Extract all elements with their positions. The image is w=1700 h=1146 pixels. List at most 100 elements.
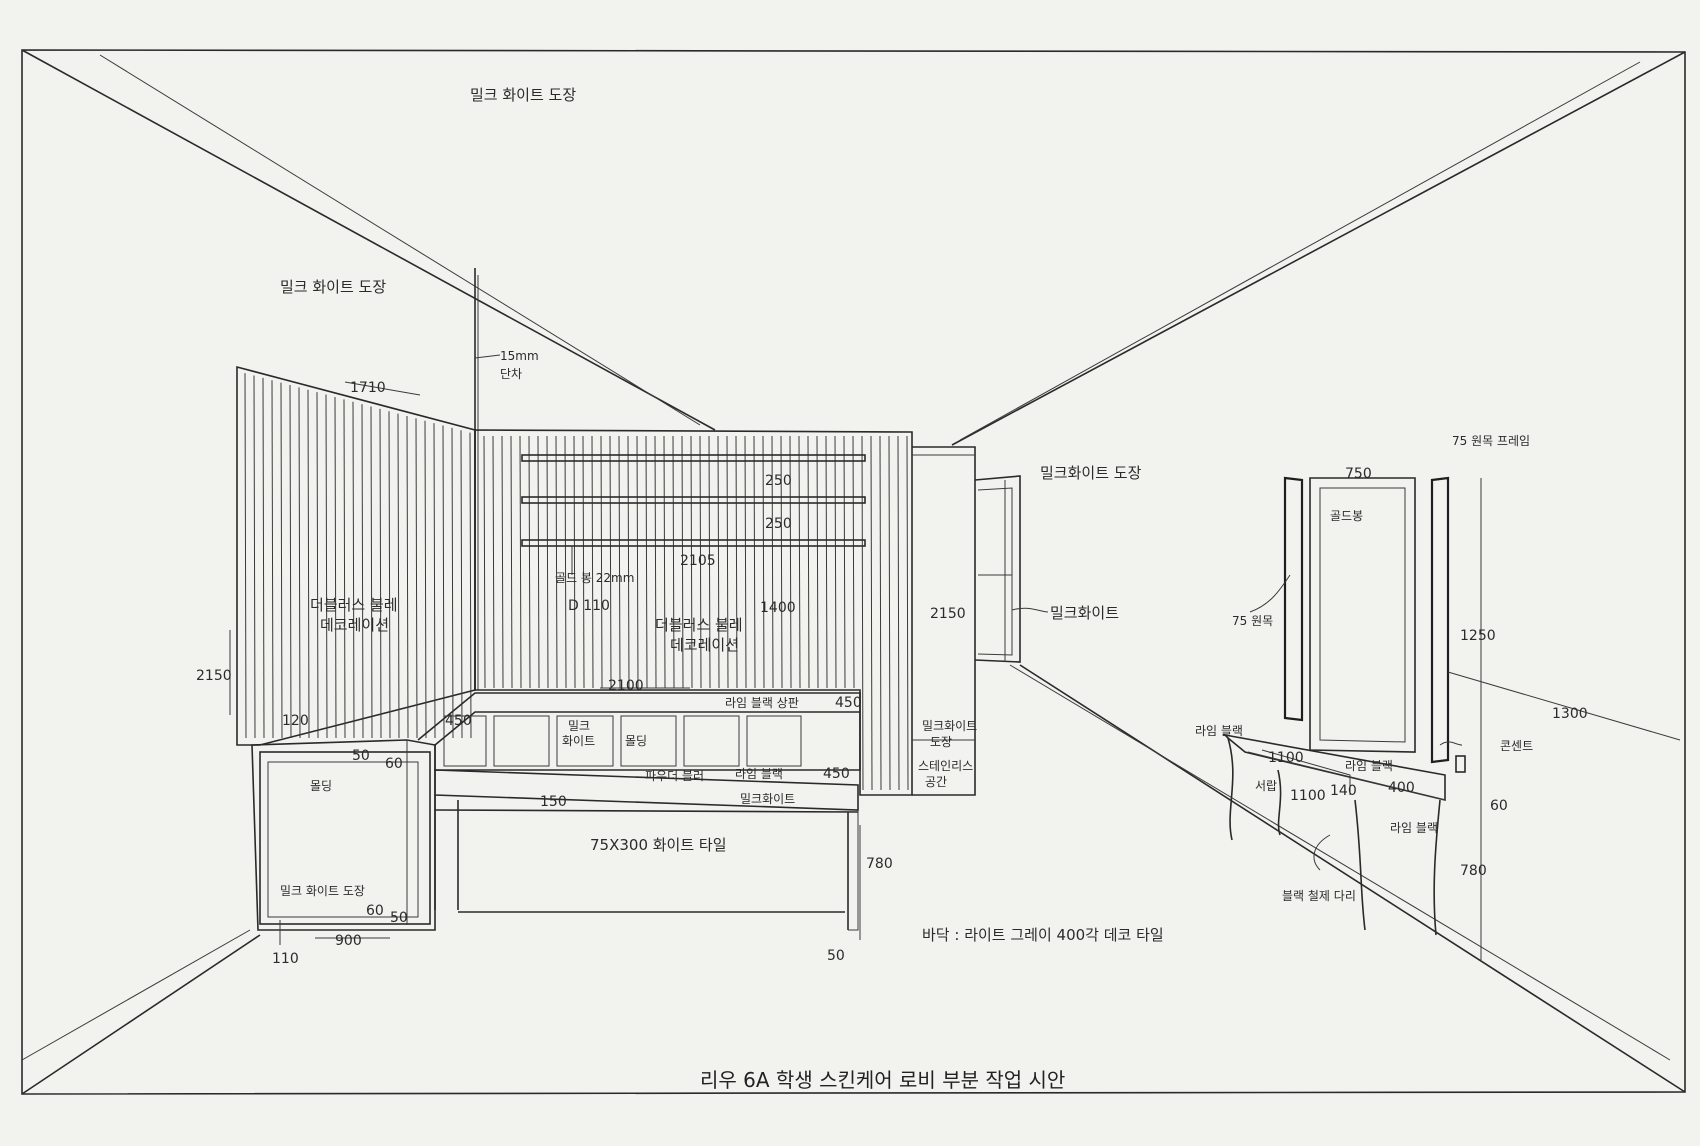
- dim-1400: 1400: [760, 600, 796, 616]
- shelf-depth: D 110: [568, 598, 610, 614]
- dim-140: 140: [1330, 783, 1357, 799]
- vanity-side-label: 라임 블랙: [1345, 759, 1393, 773]
- dim-450-b: 450: [835, 695, 862, 711]
- dim-120: 120: [282, 713, 309, 729]
- left-striped-panel: [236, 365, 476, 746]
- vanity-legs-label: 블랙 철제 다리: [1282, 889, 1356, 903]
- dim-150: 150: [540, 794, 567, 810]
- dim-2150-right: 2150: [930, 606, 966, 622]
- panel-stripe: [537, 435, 540, 689]
- drawer-label-2: 화이트: [562, 734, 595, 748]
- left-box: [251, 739, 436, 931]
- vanity-table: [1222, 733, 1446, 936]
- counter-drawer: [620, 715, 677, 767]
- panel-stripe: [334, 396, 337, 739]
- drawer-label-1: 밀크: [568, 719, 590, 733]
- dim-1100-a: 1100: [1268, 750, 1304, 766]
- mirror-frame-top-label: 75 원목 프레임: [1452, 434, 1530, 448]
- center-panel-label-1: 더블러스 불레: [655, 616, 743, 634]
- drawer-label-3: 몰딩: [625, 734, 647, 748]
- panel-stripe: [726, 435, 729, 689]
- dim-250-a: 250: [765, 473, 792, 489]
- panel-stripe: [825, 435, 828, 689]
- panel-stripe: [627, 435, 630, 689]
- dimension-numbers: 1710 2150 250 250 2105 1400 2150 2100 45…: [196, 380, 1588, 967]
- panel-stripe: [609, 435, 612, 689]
- counter-drawer: [746, 715, 802, 767]
- panel-stripe: [379, 408, 382, 739]
- panel-stripe: [762, 435, 765, 689]
- corner-finish-2: 도장: [930, 735, 952, 749]
- ceiling-finish-label: 밀크 화이트 도장: [470, 86, 576, 104]
- center-striped-panel: [474, 429, 913, 796]
- panel-stripe: [807, 435, 810, 689]
- panel-stripe: [280, 382, 283, 739]
- reception-counter: [417, 692, 861, 931]
- step-note-2: 단차: [500, 367, 522, 381]
- panel-stripe: [852, 435, 855, 689]
- dim-780-counter: 780: [866, 856, 893, 872]
- left-box-finish-label: 밀크 화이트 도장: [280, 884, 365, 898]
- drawing-title: 리우 6A 학생 스킨케어 로비 부분 작업 시안: [700, 1068, 1065, 1092]
- panel-stripe: [370, 406, 373, 739]
- dim-250-b: 250: [765, 516, 792, 532]
- counter-color-label: 파우더 블러: [645, 769, 704, 783]
- dim-60-c: 60: [1490, 798, 1508, 814]
- dim-750: 750: [1345, 466, 1372, 482]
- panel-stripe: [834, 435, 837, 689]
- left-panel-label-1: 더블러스 불레: [310, 596, 398, 614]
- panel-stripe: [325, 394, 328, 739]
- panel-stripe: [510, 435, 513, 689]
- base-finish-label: 밀크화이트: [740, 792, 795, 806]
- leader-arrows: [474, 354, 1463, 871]
- dim-780-vanity: 780: [1460, 863, 1487, 879]
- dim-60-b: 60: [366, 903, 384, 919]
- panel-stripe: [582, 435, 585, 689]
- panel-stripe: [289, 385, 292, 739]
- panel-stripe: [469, 432, 472, 739]
- counter-top-label-2: 라임 블랙: [735, 767, 783, 781]
- panel-stripe: [654, 435, 657, 689]
- panel-stripe: [501, 435, 504, 689]
- dim-60-a: 60: [385, 756, 403, 772]
- panel-stripe: [483, 435, 486, 689]
- panel-stripe: [744, 435, 747, 689]
- wall-shelves: [521, 454, 866, 575]
- center-panel-label-2: 데코레이션: [670, 636, 739, 654]
- dim-1710: 1710: [350, 380, 386, 396]
- dim-400: 400: [1388, 780, 1415, 796]
- panel-stripe: [352, 401, 355, 739]
- panel-stripe: [307, 389, 310, 739]
- panel-stripe: [519, 435, 522, 689]
- panel-stripe: [406, 415, 409, 739]
- panel-stripe: [451, 427, 454, 739]
- corner-finish-1: 밀크화이트: [922, 719, 977, 733]
- panel-stripe: [843, 435, 846, 689]
- vanity-top-label: 라임 블랙: [1195, 724, 1243, 738]
- panel-stripe: [789, 435, 792, 689]
- panel-stripe: [528, 435, 531, 689]
- panel-stripe: [699, 435, 702, 689]
- dim-50-bottom: 50: [827, 948, 845, 964]
- panel-stripe: [618, 435, 621, 689]
- panel-stripe: [888, 435, 891, 791]
- panel-stripe: [681, 435, 684, 689]
- panel-stripe: [753, 435, 756, 689]
- panel-stripe: [636, 435, 639, 689]
- panel-stripe: [663, 435, 666, 689]
- floor-finish-label: 바닥 : 라이트 그레이 400각 데코 타일: [922, 926, 1164, 944]
- mirror-frame-side-label: 75 원목: [1232, 614, 1273, 628]
- dim-1300: 1300: [1552, 706, 1588, 722]
- left-panel-label-2: 데코레이션: [320, 616, 389, 634]
- mirror-label: 골드봉: [1330, 509, 1363, 523]
- panel-stripe: [861, 435, 864, 791]
- panel-stripe: [298, 387, 301, 739]
- panel-stripe: [879, 435, 882, 791]
- right-column: [912, 446, 976, 796]
- panel-stripe: [771, 435, 774, 689]
- panel-stripe: [717, 435, 720, 689]
- shelf-note: 골드 봉 22mm: [555, 571, 634, 585]
- panel-stripe: [600, 435, 603, 689]
